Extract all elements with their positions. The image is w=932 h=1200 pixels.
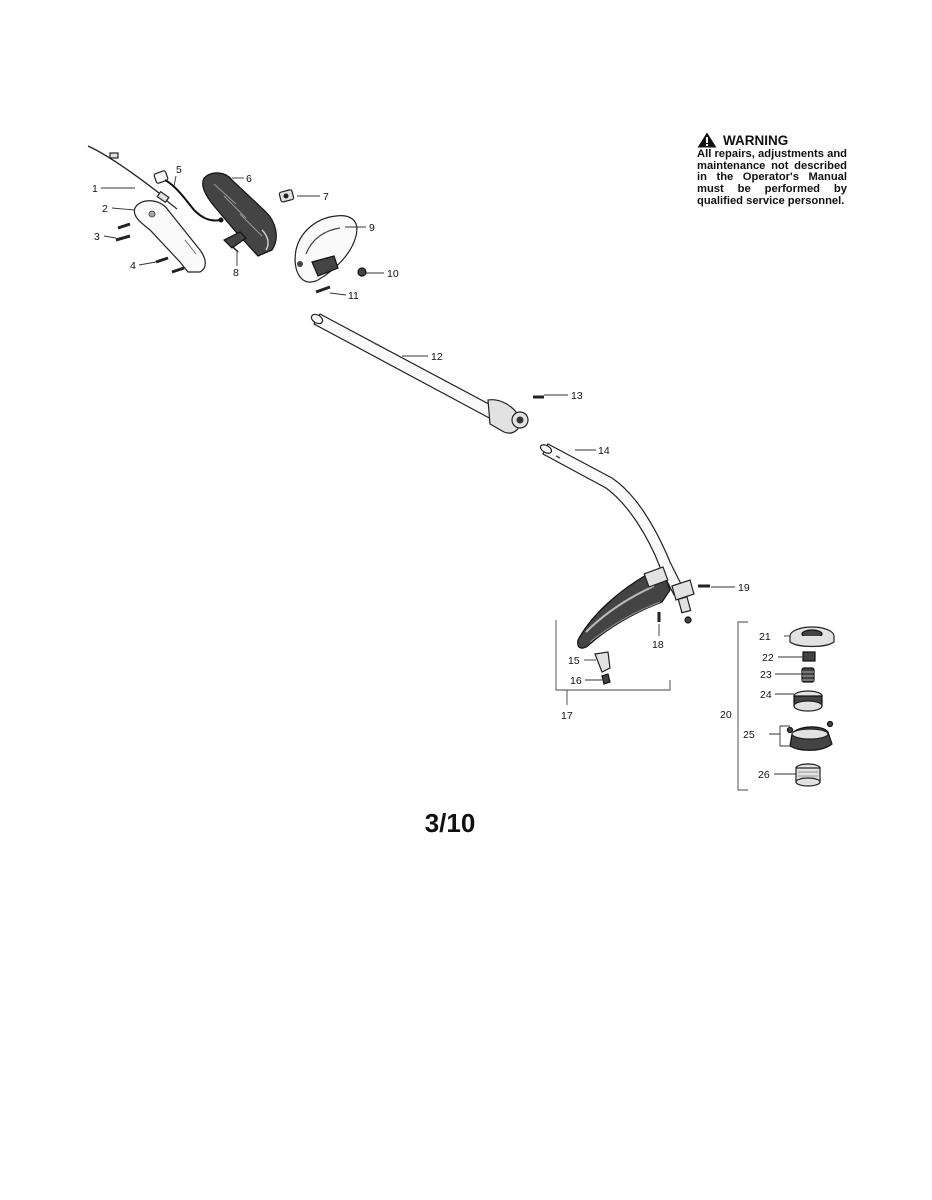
label-22: 22	[762, 652, 774, 664]
bolt-22	[802, 651, 816, 662]
line-cutter-blade	[594, 651, 611, 673]
trimmer-head-bracket	[737, 621, 748, 791]
label-7: 7	[323, 191, 329, 203]
label-3: 3	[94, 231, 100, 243]
housing-with-eyelets	[786, 720, 834, 751]
warning-heading-row: WARNING	[697, 132, 847, 148]
label-23: 23	[760, 669, 772, 681]
throttle-cable	[87, 145, 178, 210]
lower-shaft	[539, 443, 695, 624]
label-25: 25	[743, 729, 755, 741]
screw-16	[601, 673, 611, 685]
grass-guard	[577, 566, 671, 649]
warning-triangle-icon	[697, 132, 717, 148]
warning-text: All repairs, adjustments and maintenance…	[697, 148, 847, 207]
label-12: 12	[431, 351, 443, 363]
label-6: 6	[246, 173, 252, 185]
label-10: 10	[387, 268, 399, 280]
bump-knob	[795, 763, 821, 787]
label-15: 15	[568, 655, 580, 667]
label-19: 19	[738, 582, 750, 594]
label-2: 2	[102, 203, 108, 215]
screws-4	[155, 256, 185, 274]
bolt	[315, 285, 331, 294]
warning-notice: WARNING All repairs, adjustments and mai…	[697, 132, 847, 208]
nut	[278, 189, 295, 203]
label-16: 16	[570, 675, 582, 687]
guard-kit-bracket	[555, 620, 671, 705]
label-8: 8	[233, 267, 239, 279]
head-cover	[789, 626, 835, 648]
label-20: 20	[720, 709, 732, 721]
label-18: 18	[652, 639, 664, 651]
label-9: 9	[369, 222, 375, 234]
upper-shaft	[310, 313, 529, 434]
handle-half-right	[202, 172, 277, 257]
label-21: 21	[759, 631, 771, 643]
assist-handle	[294, 215, 358, 283]
leader-lines	[101, 175, 803, 775]
wire-harness	[153, 170, 224, 223]
screws-3	[115, 222, 131, 242]
spring	[801, 667, 815, 683]
handle-half-left	[133, 200, 206, 273]
label-11: 11	[348, 290, 359, 302]
label-14: 14	[598, 445, 610, 457]
label-5: 5	[176, 164, 182, 176]
label-4: 4	[130, 260, 136, 272]
label-17: 17	[561, 710, 573, 722]
label-13: 13	[571, 390, 583, 402]
label-26: 26	[758, 769, 770, 781]
warning-heading: WARNING	[723, 132, 789, 148]
page-number: 3/10	[424, 808, 476, 838]
trigger	[222, 231, 247, 253]
knob	[357, 267, 367, 277]
label-1: 1	[92, 183, 98, 195]
part-labels: 1 2 3 4 5 6 7 8 9 10 11 12 13 14 15 16 1…	[92, 164, 774, 781]
spool	[793, 690, 823, 712]
label-24: 24	[760, 689, 772, 701]
